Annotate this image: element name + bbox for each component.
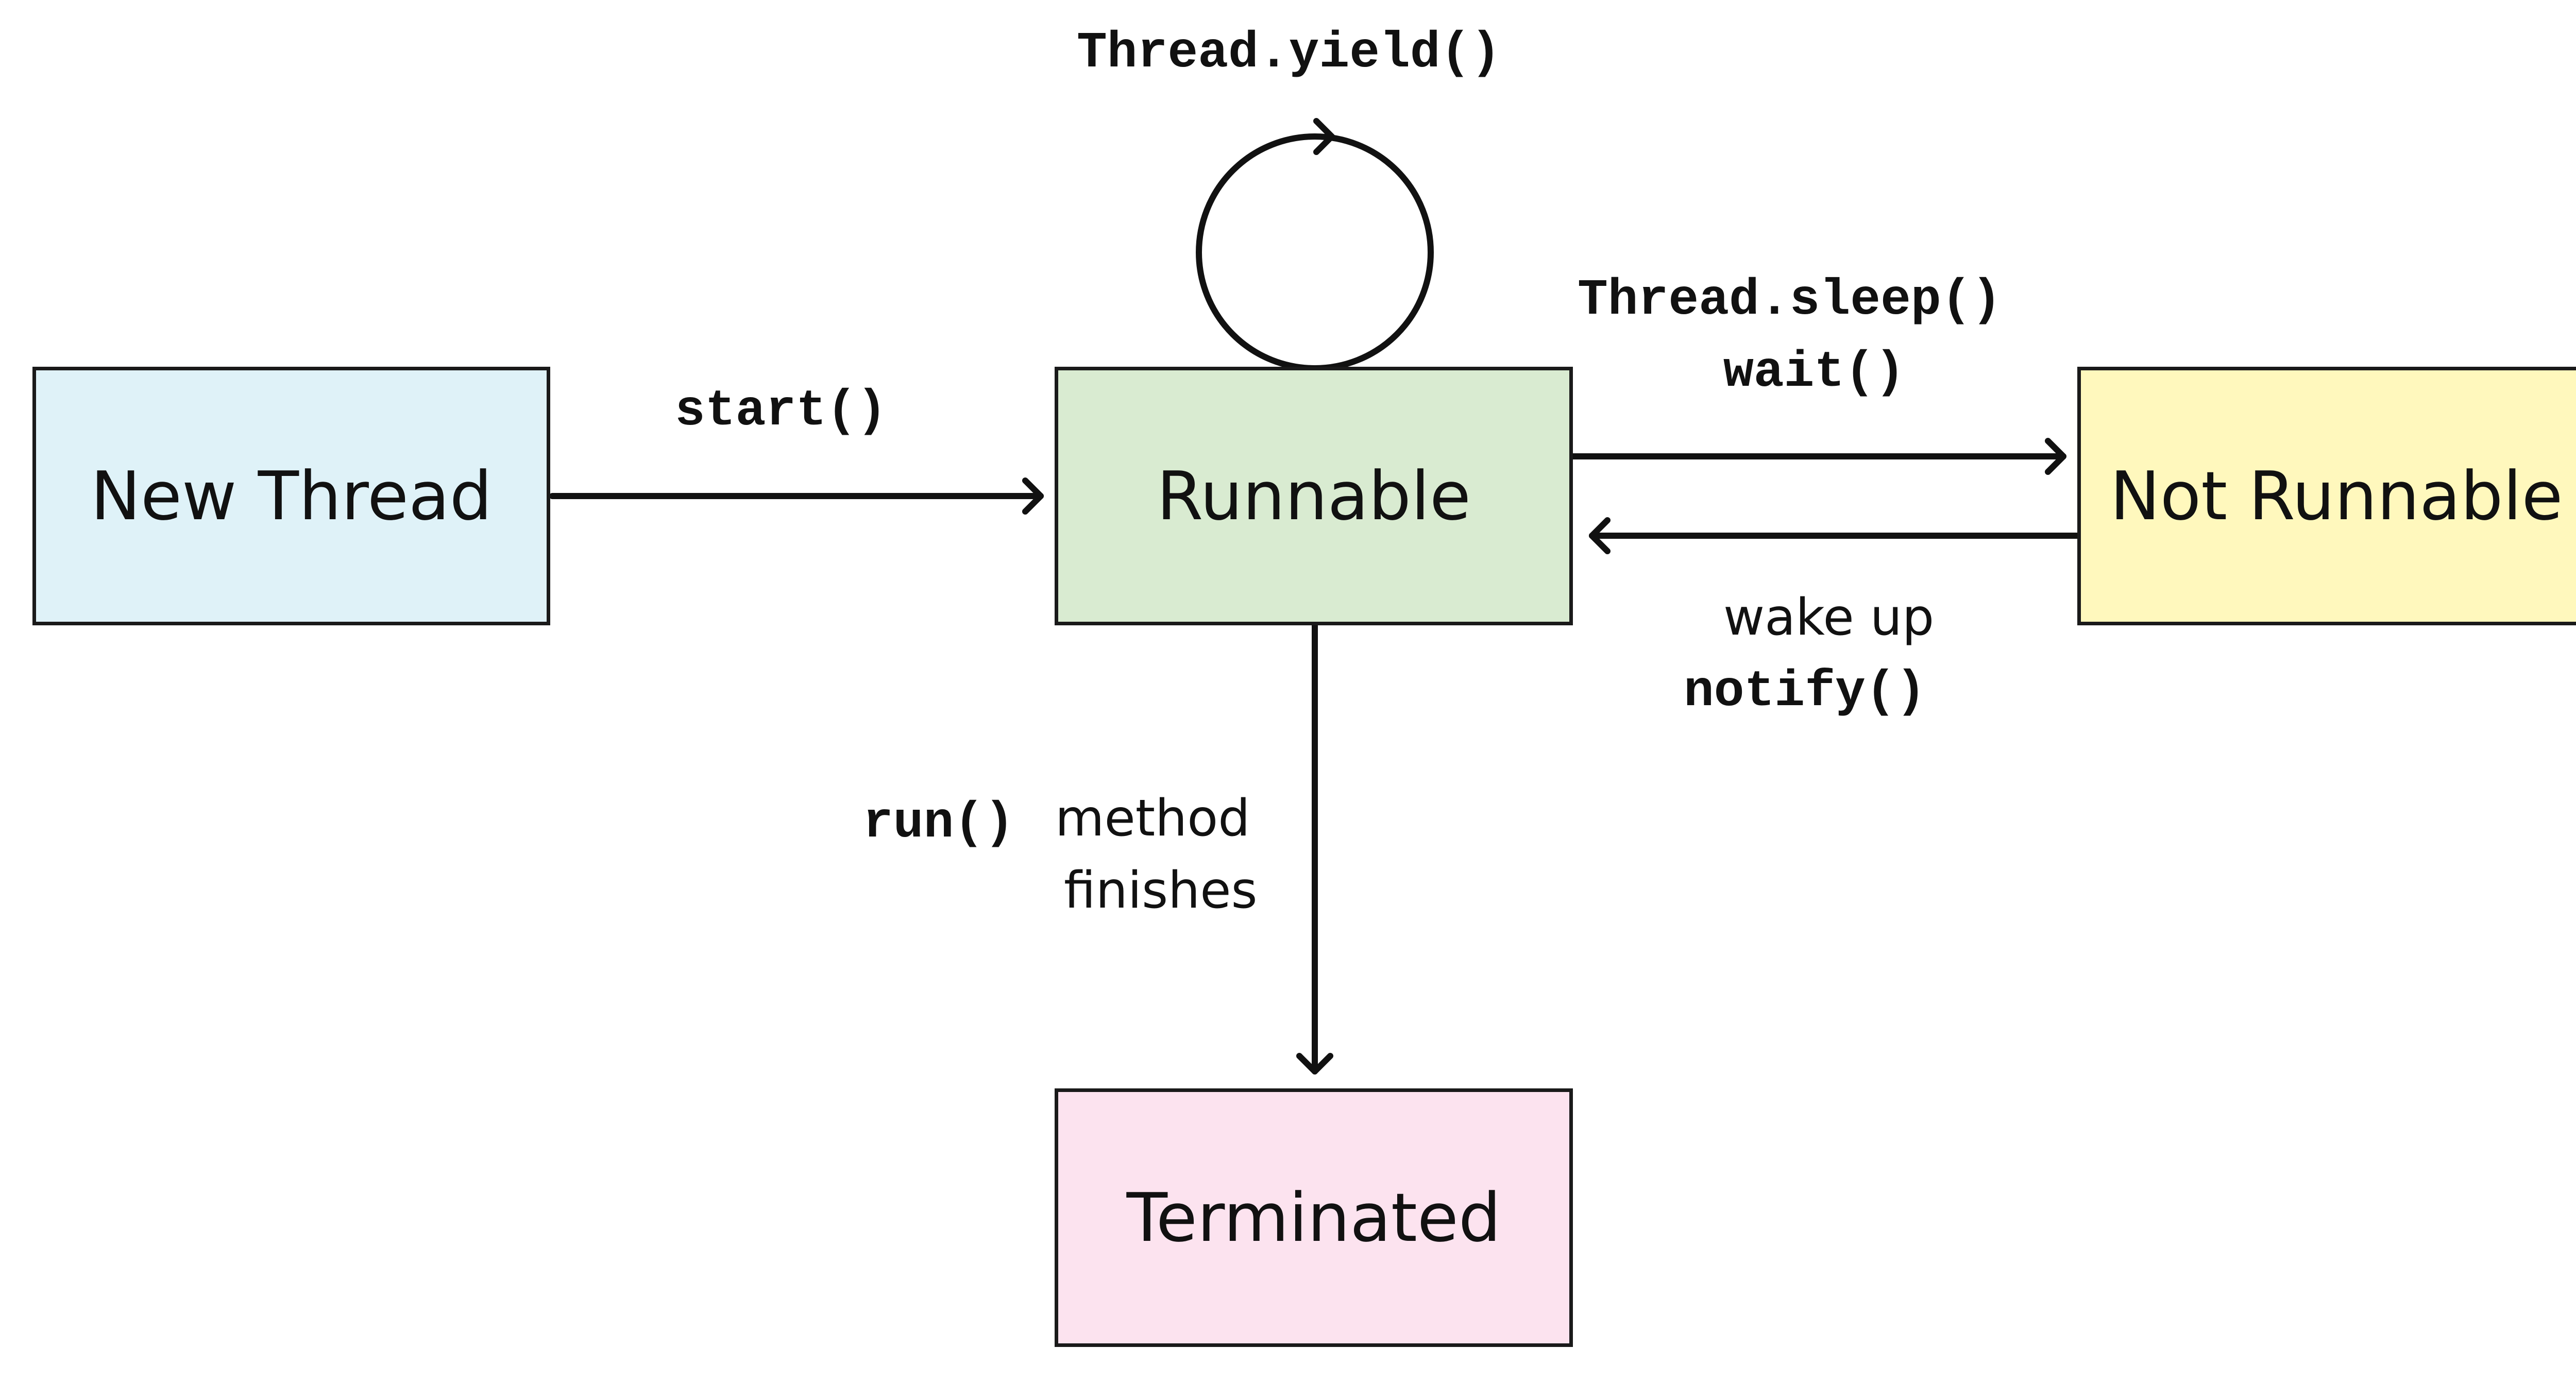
label-run: run() xyxy=(863,795,1015,852)
label-wait: wait() xyxy=(1723,344,1905,401)
state-new-thread: New Thread xyxy=(32,367,550,625)
label-method: method xyxy=(1055,789,1250,848)
state-runnable: Runnable xyxy=(1055,367,1573,625)
state-terminated: Terminated xyxy=(1055,1088,1573,1347)
state-terminated-label: Terminated xyxy=(1126,1179,1501,1257)
edge-sleep-wait-arrowhead xyxy=(2045,438,2066,475)
state-not-runnable: Not Runnable xyxy=(2077,367,2576,625)
state-new-thread-label: New Thread xyxy=(90,457,493,535)
label-start: start() xyxy=(675,383,887,440)
edge-run-finishes-arrowhead xyxy=(1296,1053,1333,1074)
label-finishes: finishes xyxy=(1064,861,1258,920)
state-runnable-label: Runnable xyxy=(1157,457,1471,535)
edge-yield-arrowhead xyxy=(1313,118,1335,155)
label-thread-sleep: Thread.sleep() xyxy=(1578,272,2002,329)
edge-start-arrowhead xyxy=(1022,477,1044,515)
state-not-runnable-label: Not Runnable xyxy=(2110,457,2563,535)
edge-wake-notify-arrowhead xyxy=(1589,517,1611,554)
label-wake-up: wake up xyxy=(1723,588,1935,647)
label-notify: notify() xyxy=(1684,663,1926,721)
edge-yield-loop xyxy=(1196,133,1434,371)
label-thread-yield: Thread.yield() xyxy=(1077,25,1501,82)
